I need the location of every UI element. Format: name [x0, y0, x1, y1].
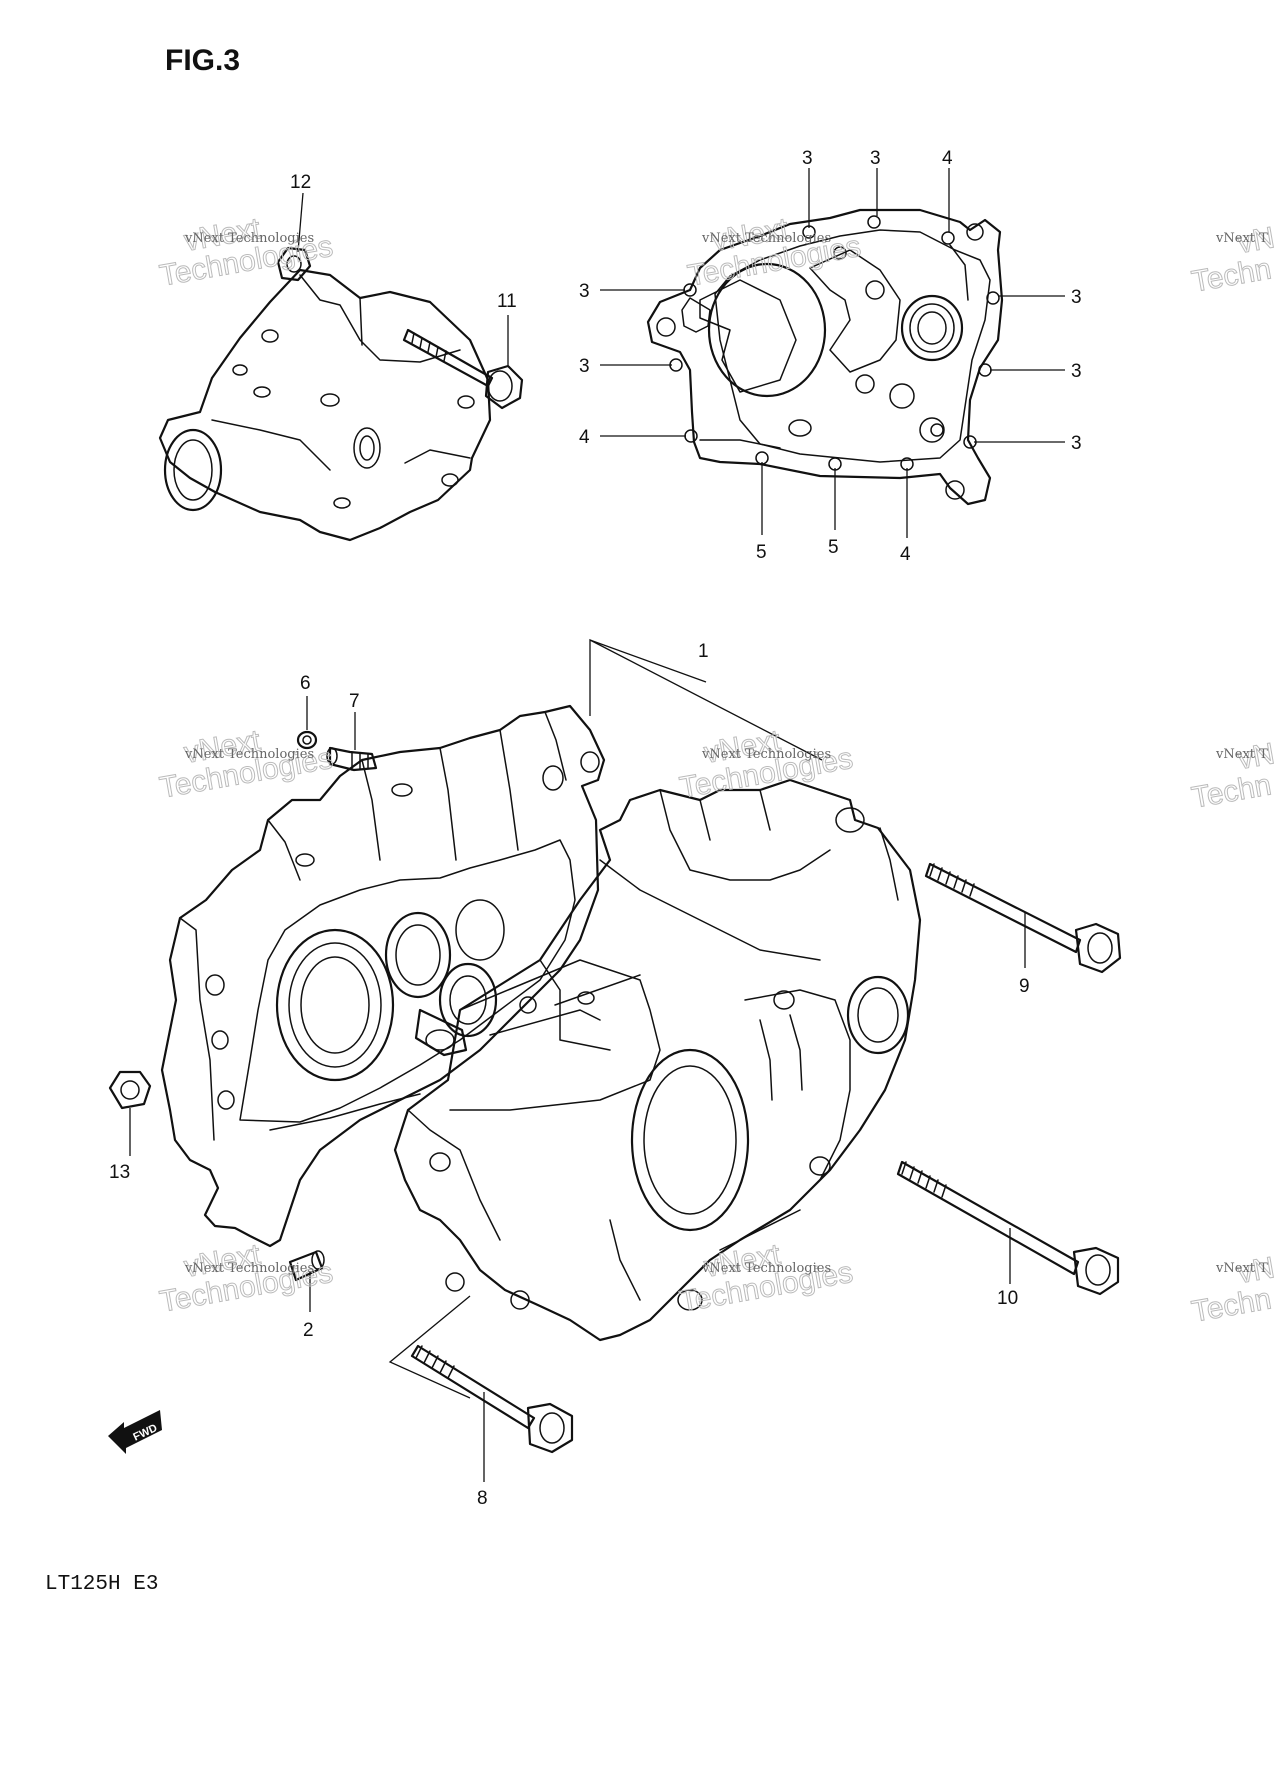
svg-text:Techn: Techn [1189, 252, 1274, 298]
watermark-edge-text: vNext T [1215, 1261, 1268, 1276]
part-6-washer [296, 730, 318, 750]
callout-12: 12 [290, 172, 311, 193]
callout-1: 1 [698, 641, 709, 662]
watermark-edge-text: vNext T [1215, 747, 1268, 762]
callout-4: 4 [942, 148, 953, 169]
crankcase-cover [646, 208, 1004, 506]
svg-text:vN: vN [1235, 221, 1277, 260]
callout-8: 8 [477, 1488, 488, 1509]
callout-3: 3 [1071, 361, 1082, 382]
callout-3: 3 [579, 281, 590, 302]
callout-7: 7 [349, 691, 360, 712]
watermark-text: vNext Technologies [701, 747, 831, 762]
right-crankcase [393, 778, 922, 1342]
watermarks: vNext Technologies vNext Technologies vN… [157, 212, 1278, 1330]
callout-5: 5 [756, 542, 767, 563]
watermark-text: vNext Technologies [184, 231, 314, 246]
callout-3: 3 [802, 148, 813, 169]
left-crankcase [160, 704, 606, 1282]
part-7-fitting [326, 746, 378, 772]
part-12-washer [276, 246, 312, 282]
part-13-nut [108, 1070, 152, 1110]
part-10-bolt [896, 1160, 1120, 1296]
fwd-arrow-icon: FWD [108, 1410, 162, 1454]
watermark-text: vNext Technologies [184, 1261, 314, 1276]
svg-text:Techn: Techn [1189, 768, 1274, 814]
callout-3: 3 [579, 356, 590, 377]
callout-2: 2 [303, 1320, 314, 1341]
part-9-bolt [924, 862, 1122, 974]
watermark-text: vNext Technologies [701, 1261, 831, 1276]
svg-text:Techn: Techn [1189, 1282, 1274, 1328]
callout-3: 3 [1071, 287, 1082, 308]
part-8-bolt [410, 1344, 574, 1454]
callout-3: 3 [870, 148, 881, 169]
callout-13: 13 [109, 1162, 130, 1183]
watermark-text: vNext Technologies [701, 231, 831, 246]
watermark: vNext Technologies [157, 212, 336, 294]
watermark-edge-text: vNext T [1215, 231, 1268, 246]
leader-lines [129, 168, 1065, 1482]
callouts: 12 11 3 3 4 3 3 4 3 3 3 5 5 4 1 6 7 9 13… [109, 148, 1082, 1509]
watermark-text: vNext Technologies [184, 747, 314, 762]
left-crankcase-dowel-2 [288, 1250, 325, 1282]
part-11-bolt [402, 328, 524, 410]
svg-text:vN: vN [1235, 737, 1277, 776]
callout-6: 6 [300, 673, 311, 694]
watermark: vNext Technologies [685, 212, 864, 294]
callout-3: 3 [1071, 433, 1082, 454]
model-code: LT125H E3 [45, 1573, 158, 1596]
callout-11: 11 [497, 291, 517, 312]
callout-9: 9 [1019, 976, 1030, 997]
svg-text:vN: vN [1235, 1251, 1277, 1290]
callout-4: 4 [579, 427, 590, 448]
figure-label: FIG.3 [165, 44, 240, 77]
callout-4: 4 [900, 544, 911, 565]
rear-housing [158, 268, 492, 542]
callout-5: 5 [828, 537, 839, 558]
callout-10: 10 [997, 1288, 1018, 1309]
